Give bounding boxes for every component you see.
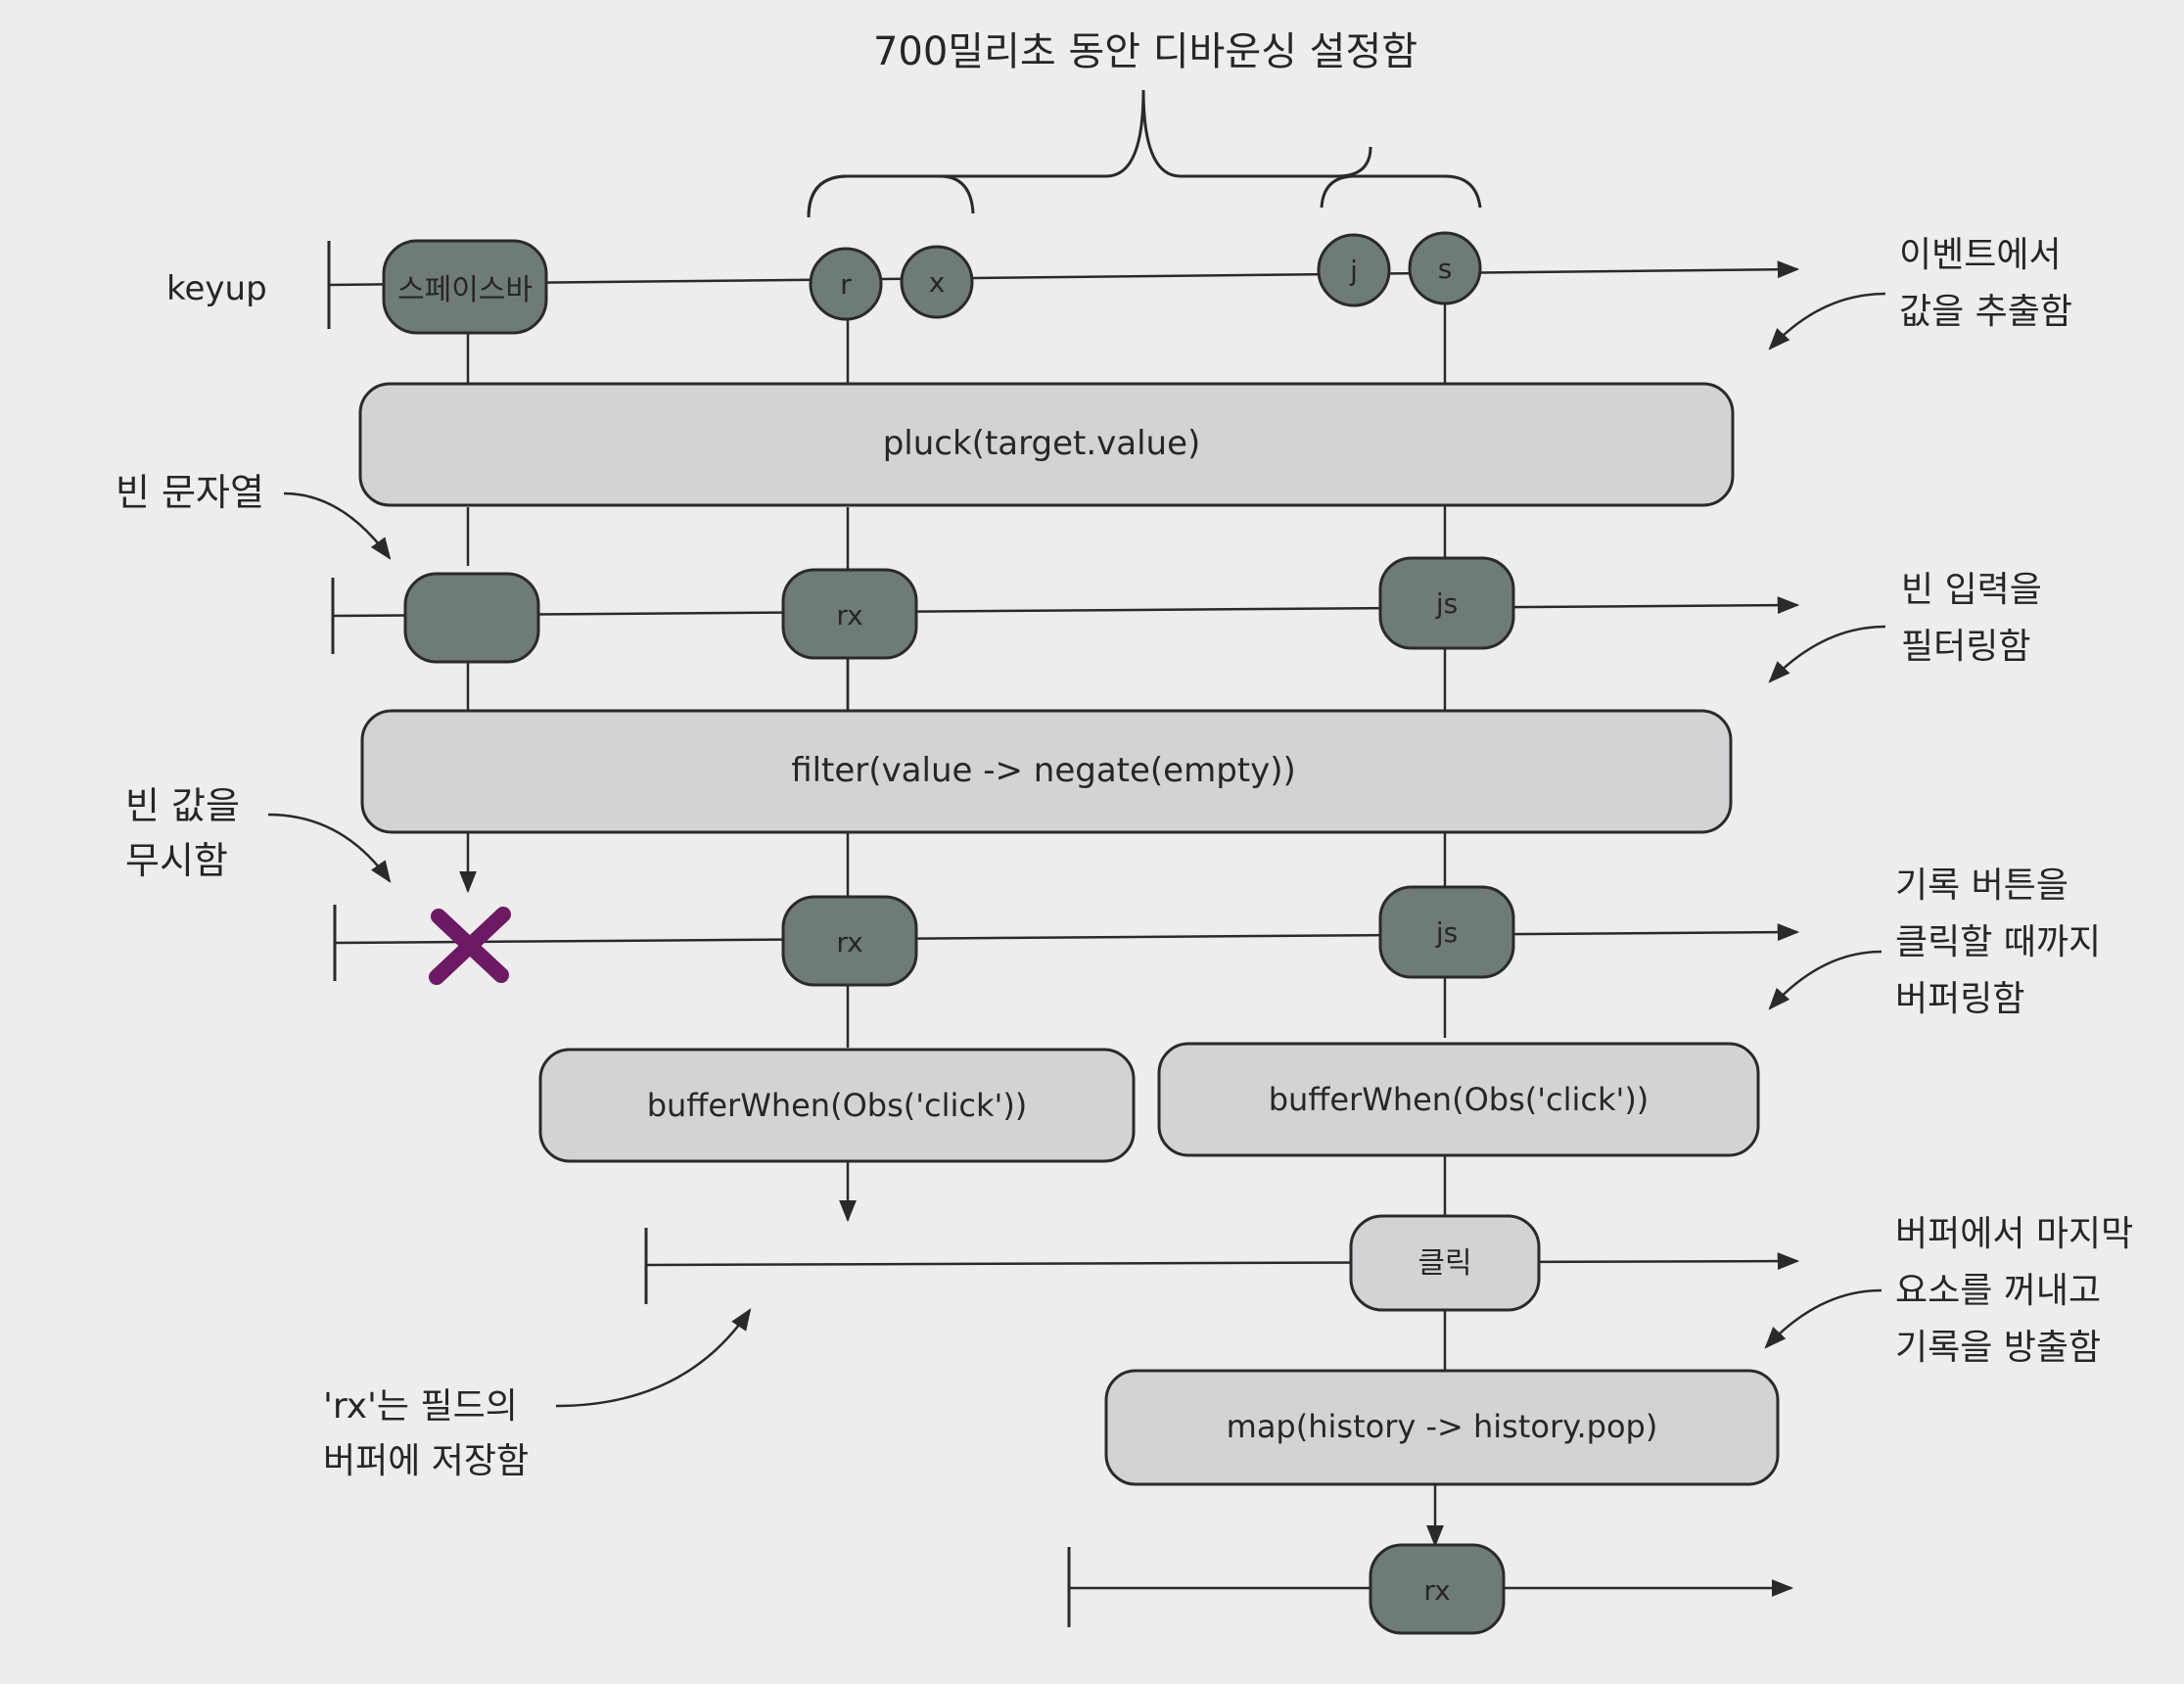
note-filter-line1: 빈 입력을 xyxy=(1901,570,2042,610)
group-brace-left xyxy=(807,174,975,218)
note-empty-string: 빈 문자열 xyxy=(116,471,264,514)
operator-map-label: map(history -> history.pop) xyxy=(1227,1408,1658,1445)
timeline-pluck xyxy=(332,596,1800,618)
marble-js-filter-label: js xyxy=(1435,916,1458,949)
marble-click-label: 클릭 xyxy=(1417,1246,1471,1281)
marble-spacebar xyxy=(382,239,548,335)
note-stored-line1: 'rx'는 필드의 xyxy=(323,1386,518,1427)
note-extract-line2: 값을 추출함 xyxy=(1899,292,2072,332)
marble-rx-output-label: rx xyxy=(1423,1574,1450,1607)
timeline-buffer xyxy=(645,1252,1800,1271)
operator-pluck-label: pluck(target.value) xyxy=(883,424,1201,463)
operator-buffer-left xyxy=(538,1048,1136,1163)
note-extract-arrow xyxy=(1768,292,1886,351)
marble-r xyxy=(809,247,883,321)
note-pop-arrow xyxy=(1764,1288,1882,1349)
marble-rx-pluck xyxy=(781,568,918,660)
note-filter-arrow xyxy=(1768,625,1886,683)
marble-spacebar-label: 스페이스바 xyxy=(397,273,533,307)
marble-r-label: r xyxy=(840,268,852,301)
debounce-annotation: 700밀리초 동안 디바운싱 설정함 xyxy=(873,29,1417,74)
marble-rx-output xyxy=(1369,1543,1506,1635)
note-stored-arrow xyxy=(555,1308,752,1408)
marble-s xyxy=(1408,231,1482,305)
marble-rx-filter xyxy=(781,895,918,987)
note-buffer-line3: 버퍼링함 xyxy=(1895,979,2024,1019)
debounce-brace-right xyxy=(1181,176,1480,208)
note-stored-line2: 버퍼에 저장함 xyxy=(323,1441,529,1481)
marble-x xyxy=(900,245,974,319)
operator-filter-label: filter(value -> negate(empty)) xyxy=(791,751,1296,790)
note-empty-string-arrow xyxy=(283,491,392,560)
note-filter-line2: 필터링함 xyxy=(1901,627,2030,667)
marble-rx-filter-label: rx xyxy=(836,926,862,959)
x-mark-icon xyxy=(429,907,511,985)
marble-x-label: x xyxy=(929,266,946,299)
group-brace-right xyxy=(1320,174,1482,209)
note-buffer-line2: 클릭할 때까지 xyxy=(1895,922,2101,962)
note-buffer-line1: 기록 버튼을 xyxy=(1895,865,2068,906)
note-buffer-arrow xyxy=(1768,950,1882,1010)
note-ignore-arrow xyxy=(267,813,392,883)
marble-rx-pluck-label: rx xyxy=(836,599,862,632)
note-ignore-line1: 빈 값을 xyxy=(125,784,240,827)
marble-js-pluck xyxy=(1378,556,1515,650)
note-pop-line2: 요소를 꺼내고 xyxy=(1895,1271,2101,1311)
timeline-filter xyxy=(334,923,1800,945)
operator-buffer-right-label: bufferWhen(Obs('click')) xyxy=(1269,1081,1650,1118)
note-pop-line3: 기록을 방출함 xyxy=(1895,1328,2101,1368)
timeline-keyup xyxy=(328,260,1800,287)
marble-j-label: j xyxy=(1349,255,1358,287)
note-ignore-line2: 무시함 xyxy=(125,839,228,882)
marble-js-filter xyxy=(1378,885,1515,979)
note-pop-line1: 버퍼에서 마지막 xyxy=(1895,1214,2133,1254)
operator-buffer-right xyxy=(1157,1042,1760,1157)
operator-filter xyxy=(360,709,1733,834)
marble-click xyxy=(1349,1214,1541,1312)
note-extract-line1: 이벤트에서 xyxy=(1899,235,2062,275)
debounce-brace-left xyxy=(807,89,1372,218)
keyup-stream-label: keyup xyxy=(166,269,267,308)
marble-j xyxy=(1317,233,1391,307)
marble-empty xyxy=(403,572,540,664)
operator-map xyxy=(1104,1369,1780,1486)
operator-pluck xyxy=(358,382,1735,507)
marble-s-label: s xyxy=(1438,253,1453,285)
marble-js-pluck-label: js xyxy=(1435,587,1458,620)
operator-buffer-left-label: bufferWhen(Obs('click')) xyxy=(647,1087,1028,1124)
